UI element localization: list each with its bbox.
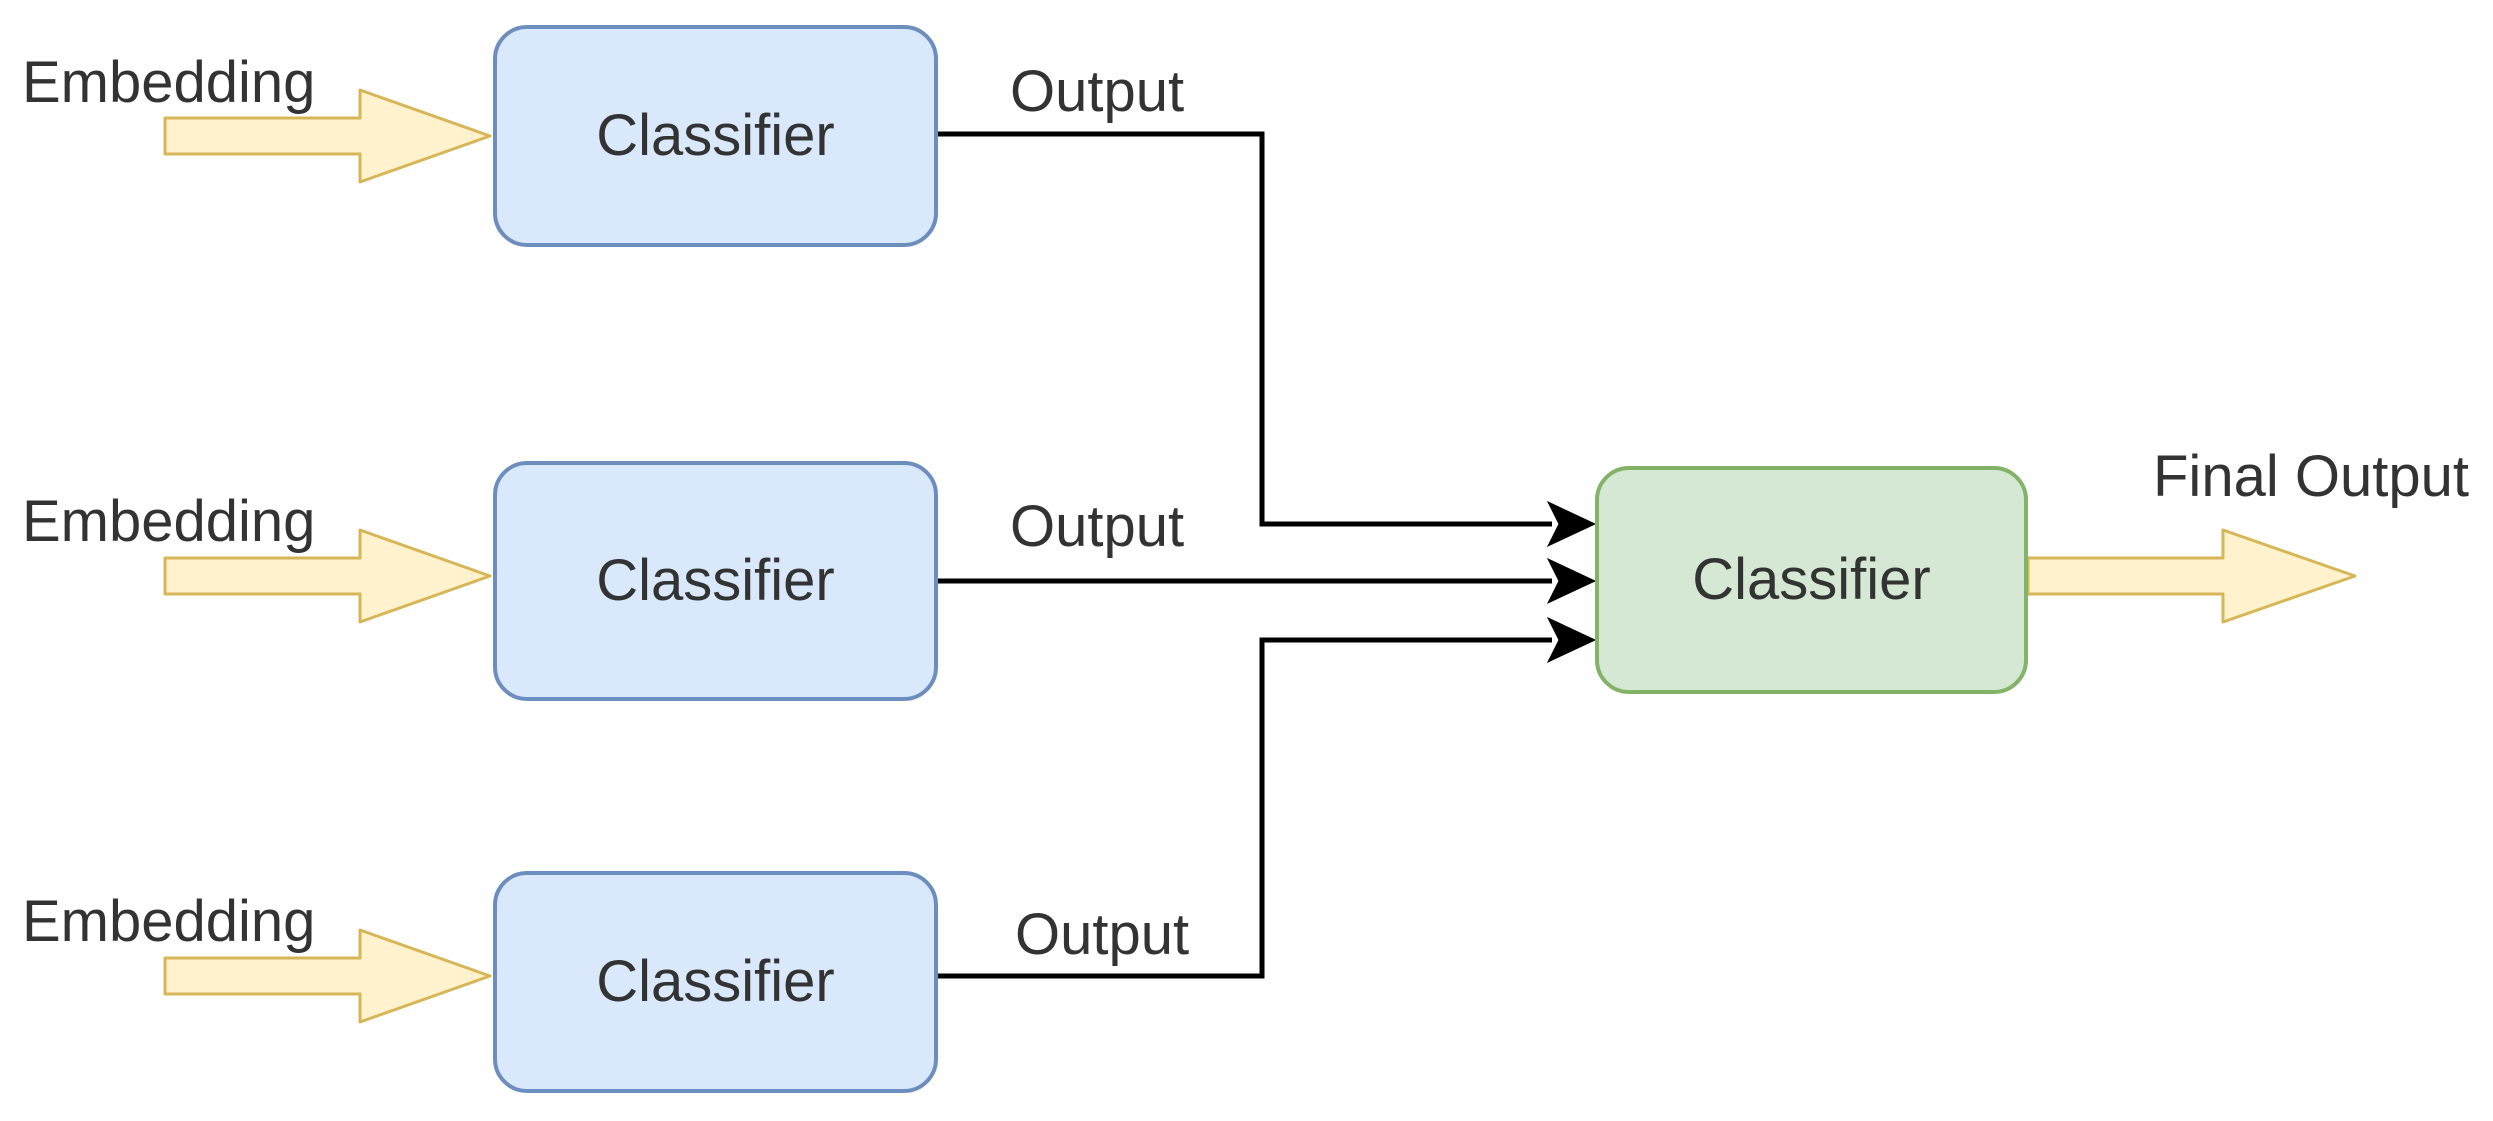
classifier-node-1-label: Classifier: [596, 103, 835, 168]
block-arrow-right-icon: [163, 928, 492, 1024]
embedding-label-1: Embedding: [22, 50, 316, 115]
output-label-1: Output: [1010, 59, 1185, 124]
embedding-label-2: Embedding: [22, 489, 316, 554]
arrowhead-right-icon: [1546, 557, 1597, 605]
block-arrow-right-icon: [163, 88, 492, 184]
embedding-label-3: Embedding: [22, 889, 316, 954]
block-arrow-right-icon: [163, 528, 492, 624]
output-label-3: Output: [1015, 902, 1190, 967]
classifier-node-3-label: Classifier: [596, 949, 835, 1014]
arrowhead-right-icon: [1546, 616, 1597, 664]
arrowhead-right-icon: [1546, 500, 1597, 548]
aggregator-classifier-node-label: Classifier: [1692, 547, 1931, 612]
aggregator-classifier-node: Classifier: [1595, 466, 2028, 694]
classifier-node-3: Classifier: [493, 871, 938, 1093]
classifier-node-2-label: Classifier: [596, 548, 835, 613]
connector-output-1: [938, 131, 1552, 527]
output-label-2: Output: [1010, 494, 1185, 559]
final-output-label: Final Output: [2153, 444, 2469, 509]
classifier-node-1: Classifier: [493, 25, 938, 247]
block-arrow-right-icon: [2026, 528, 2357, 624]
classifier-node-2: Classifier: [493, 461, 938, 701]
connector-output-3: [938, 637, 1552, 979]
